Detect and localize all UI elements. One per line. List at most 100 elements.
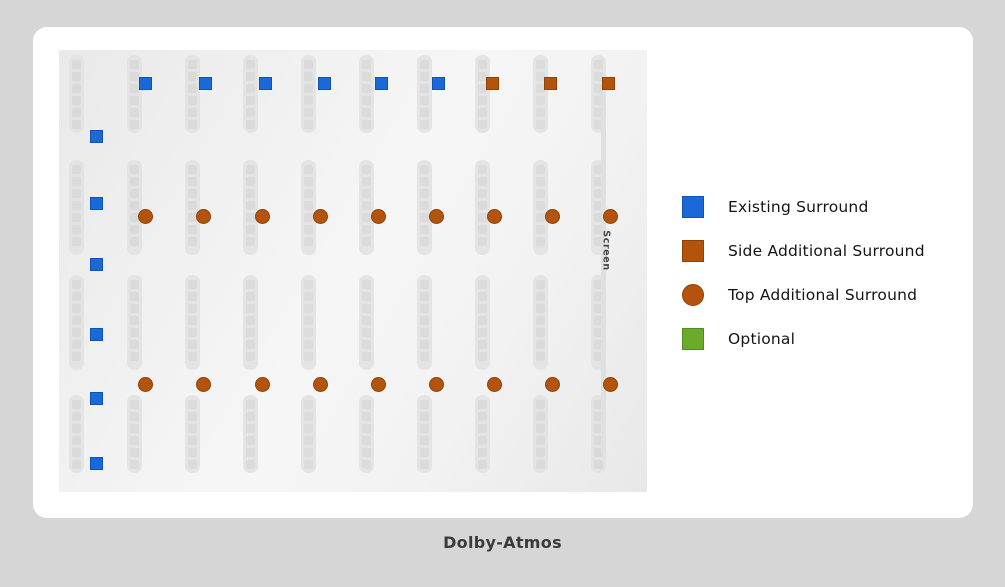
seat [246, 95, 255, 105]
seat [420, 164, 429, 174]
seat [304, 423, 313, 433]
seat [594, 291, 603, 301]
seat [188, 188, 197, 198]
seat [304, 351, 313, 361]
seat [478, 188, 487, 198]
top-additional-surround-marker [137, 208, 153, 224]
seat [420, 303, 429, 313]
seat [362, 119, 371, 129]
seat [188, 447, 197, 457]
seat [246, 459, 255, 469]
seat [304, 435, 313, 445]
orange-square-icon [682, 240, 704, 262]
top-additional-surround-marker [544, 208, 560, 224]
seat [130, 279, 139, 289]
seat [362, 107, 371, 117]
seat [594, 119, 603, 129]
seat [362, 315, 371, 325]
legend-item: Side Additional Surround [682, 229, 962, 273]
seat [594, 200, 603, 210]
top-additional-surround-marker [544, 376, 560, 392]
seat [594, 95, 603, 105]
seat [72, 459, 81, 469]
seat [594, 212, 603, 222]
top-additional-surround-marker [195, 208, 211, 224]
seat [594, 236, 603, 246]
top-additional-surround-marker [486, 376, 502, 392]
seat [420, 95, 429, 105]
seat [362, 279, 371, 289]
seat [420, 447, 429, 457]
top-additional-surround-marker [428, 208, 444, 224]
seat [362, 236, 371, 246]
seat [594, 423, 603, 433]
seat-block [533, 160, 548, 255]
existing-surround-marker [89, 391, 103, 405]
seat [594, 224, 603, 234]
seat [536, 447, 545, 457]
seat [362, 303, 371, 313]
seat [72, 399, 81, 409]
top-additional-surround-marker [486, 208, 502, 224]
seat [362, 435, 371, 445]
seat [304, 327, 313, 337]
seat [246, 176, 255, 186]
seat [72, 83, 81, 93]
seat-block [359, 275, 374, 370]
seat [420, 212, 429, 222]
seat [478, 423, 487, 433]
seat-block [185, 160, 200, 255]
seat [246, 236, 255, 246]
seat [188, 315, 197, 325]
existing-surround-marker [198, 76, 212, 90]
seat [130, 188, 139, 198]
seat-block [359, 395, 374, 473]
seat [188, 164, 197, 174]
seat [478, 200, 487, 210]
seat [72, 315, 81, 325]
top-additional-surround-marker [312, 208, 328, 224]
seat [594, 303, 603, 313]
top-additional-surround-marker [370, 376, 386, 392]
seat [478, 83, 487, 93]
seat [304, 71, 313, 81]
seat [478, 447, 487, 457]
page-title: Dolby-Atmos [443, 533, 562, 552]
seat [594, 176, 603, 186]
seat [188, 224, 197, 234]
seat [362, 212, 371, 222]
seat [594, 83, 603, 93]
seat [130, 327, 139, 337]
seat [188, 119, 197, 129]
seat-block [533, 275, 548, 370]
seat [536, 83, 545, 93]
seat [420, 200, 429, 210]
seat [72, 176, 81, 186]
seat [246, 71, 255, 81]
seat-block [69, 160, 84, 255]
seat [594, 339, 603, 349]
auditorium-diagram: Screen [59, 50, 647, 492]
existing-surround-marker [258, 76, 272, 90]
seat [246, 435, 255, 445]
legend-item: Optional [682, 317, 962, 361]
seat [246, 200, 255, 210]
seat [594, 164, 603, 174]
seat [420, 188, 429, 198]
seat [362, 399, 371, 409]
seat [478, 95, 487, 105]
seat [246, 224, 255, 234]
seat-block [243, 275, 258, 370]
seat [536, 327, 545, 337]
seat [478, 224, 487, 234]
seat [478, 303, 487, 313]
seat [478, 351, 487, 361]
seat [536, 351, 545, 361]
green-square-icon [682, 328, 704, 350]
seat [536, 459, 545, 469]
seat [478, 71, 487, 81]
seat [420, 327, 429, 337]
seat [304, 459, 313, 469]
seat [478, 212, 487, 222]
seat-block [127, 55, 142, 133]
